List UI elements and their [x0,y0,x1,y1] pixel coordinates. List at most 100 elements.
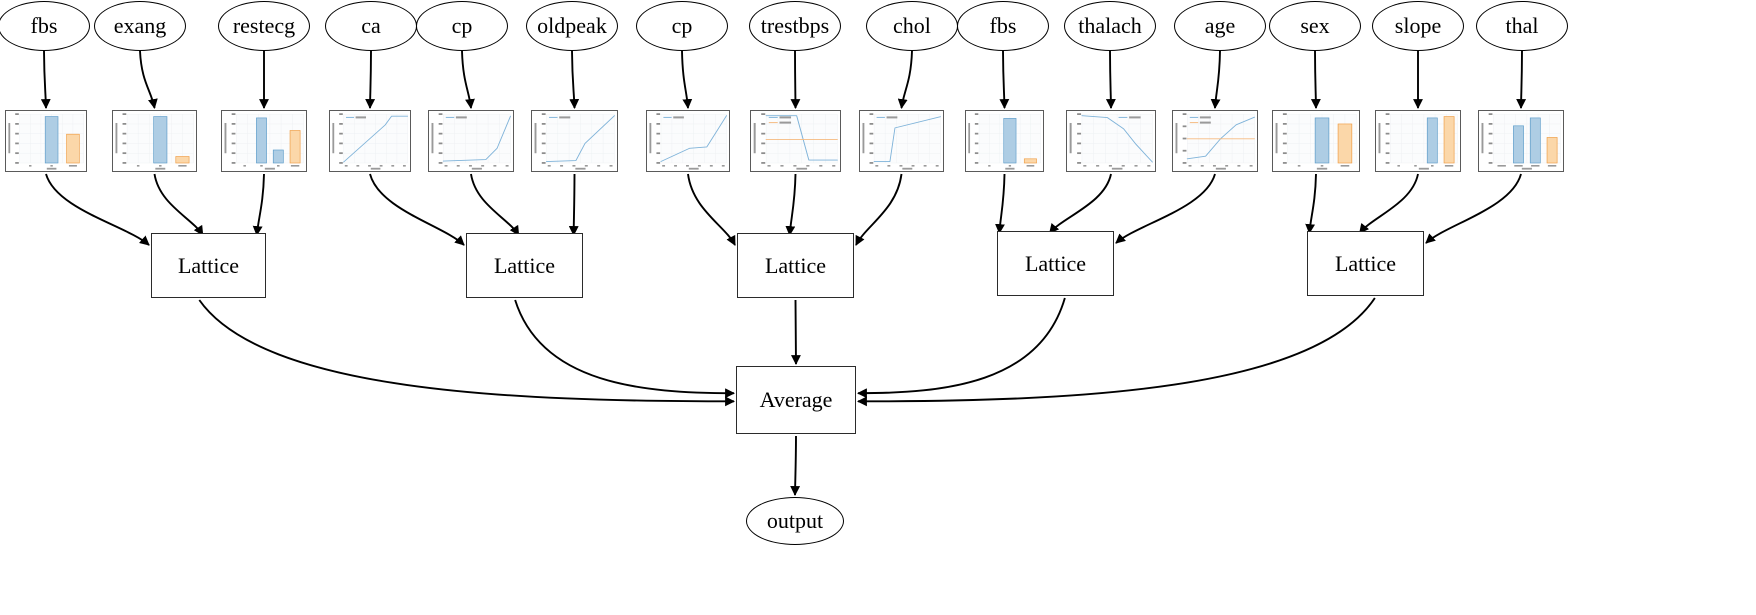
calibrator-plot-box-fbs-0[interactable] [5,110,87,172]
calibrator-plot-f13 [1376,111,1460,171]
calibrator-plot-box-thal-14[interactable] [1478,110,1564,172]
calibrator-plot-box-oldpeak-5[interactable] [531,110,618,172]
lattice-node-1[interactable]: Lattice [466,233,583,298]
calibrator-plot-inner [429,111,513,171]
calibrator-plot-f1 [113,111,196,171]
calibrator-plot-inner [1173,111,1257,171]
calibrator-plot-box-trestbps-7[interactable] [750,110,841,172]
lattice-node-2[interactable]: Lattice [737,233,854,298]
feature-node-label: sex [1300,13,1330,38]
calibrator-plot-f8 [860,111,943,171]
calibrator-plot-box-slope-13[interactable] [1375,110,1461,172]
calibrator-plot-f2 [222,111,306,171]
edge-f9-to-l3 [995,173,1006,234]
edge-f5-to-plot [569,50,580,109]
edge-f8-to-l2 [855,173,903,246]
lattice-node-label: Lattice [1024,250,1087,276]
edge-l0-to-average [198,299,735,407]
feature-node-label: exang [113,13,167,38]
calibrator-plot-box-cp-4[interactable] [428,110,514,172]
calibrator-plot-inner [1273,111,1359,171]
feature-node-thalach-10[interactable]: thalach [1064,1,1156,51]
calibrator-plot-box-restecg-2[interactable] [221,110,307,172]
calibrator-plot-inner [647,111,729,171]
feature-node-cp-6[interactable]: cp [636,1,728,51]
calibrator-plot-f7 [751,111,840,171]
feature-node-trestbps-7[interactable]: trestbps [749,1,841,51]
feature-node-sex-12[interactable]: sex [1269,1,1361,51]
edge-f5-to-l1 [568,173,579,236]
edge-f0-to-plot [40,50,51,109]
edge-l1-to-average [514,299,735,399]
feature-node-label: trestbps [760,13,830,38]
feature-node-chol-8[interactable]: chol [866,1,958,51]
edge-f13-to-l4 [1358,173,1419,234]
edge-f10-to-l3 [1048,173,1112,234]
calibrator-plot-f9 [966,111,1043,171]
edge-f2-to-l0 [252,173,265,236]
calibrator-plot-f6 [647,111,729,171]
calibrator-plot-inner [113,111,196,171]
edge-l4-to-average [857,297,1376,407]
feature-node-label: cp [451,13,473,38]
feature-node-thal-14[interactable]: thal [1476,1,1568,51]
edge-f8-to-plot [897,50,913,109]
calibrator-plot-box-thalach-10[interactable] [1066,110,1156,172]
edge-l3-to-average [857,297,1066,399]
calibrator-plot-f3 [330,111,410,171]
calibrator-plot-box-sex-12[interactable] [1272,110,1360,172]
edge-f9-to-plot [999,50,1010,109]
calibrator-plot-f14 [1479,111,1563,171]
feature-node-exang-1[interactable]: exang [94,1,186,51]
edge-f14-to-plot [1516,50,1527,109]
calibrator-plot-box-age-11[interactable] [1172,110,1258,172]
feature-node-fbs-0[interactable]: fbs [0,1,90,51]
feature-node-label: ca [361,13,381,38]
feature-node-label: oldpeak [537,13,607,38]
edge-f1-to-plot [139,50,158,109]
edge-f11-to-l3 [1115,173,1216,244]
edge-f3-to-plot [365,50,376,109]
lattice-node-3[interactable]: Lattice [997,231,1114,296]
calibrator-plot-f4 [429,111,513,171]
feature-node-label: age [1204,13,1236,38]
average-node[interactable]: Average [736,366,856,434]
lattice-node-label: Lattice [764,252,827,278]
lattice-node-label: Lattice [493,252,556,278]
feature-node-cp-4[interactable]: cp [416,1,508,51]
feature-node-label: restecg [232,13,296,38]
edge-f11-to-plot [1210,50,1221,109]
calibrator-plot-inner [1479,111,1563,171]
calibrator-plot-box-ca-3[interactable] [329,110,411,172]
edge-f6-to-plot [681,50,693,109]
feature-node-ca-3[interactable]: ca [325,1,417,51]
feature-node-label: chol [893,13,931,38]
edge-f7-to-l2 [785,173,797,236]
output-node-label: output [766,508,824,533]
feature-node-fbs-9[interactable]: fbs [957,1,1049,51]
output-node[interactable]: output [746,497,844,545]
feature-node-slope-13[interactable]: slope [1372,1,1464,51]
lattice-node-4[interactable]: Lattice [1307,231,1424,296]
calibrator-plot-box-fbs-9[interactable] [965,110,1044,172]
calibrator-plot-box-chol-8[interactable] [859,110,944,172]
edge-f0-to-l0 [45,173,150,246]
calibrator-plot-inner [860,111,943,171]
edge-f3-to-l1 [369,173,465,246]
calibrator-plot-box-cp-6[interactable] [646,110,730,172]
calibrator-plot-inner [966,111,1043,171]
edge-f12-to-l4 [1305,173,1317,234]
calibrator-plot-inner [330,111,410,171]
calibrator-plot-f11 [1173,111,1257,171]
feature-node-label: fbs [989,13,1017,38]
calibrator-plot-box-exang-1[interactable] [112,110,197,172]
feature-node-age-11[interactable]: age [1174,1,1266,51]
feature-node-restecg-2[interactable]: restecg [218,1,310,51]
calibrator-plot-inner [751,111,840,171]
lattice-node-0[interactable]: Lattice [151,233,266,298]
edge-f4-to-l1 [470,173,520,236]
lattice-node-label: Lattice [177,252,240,278]
feature-node-oldpeak-5[interactable]: oldpeak [526,1,618,51]
edge-f7-to-plot [790,50,801,109]
